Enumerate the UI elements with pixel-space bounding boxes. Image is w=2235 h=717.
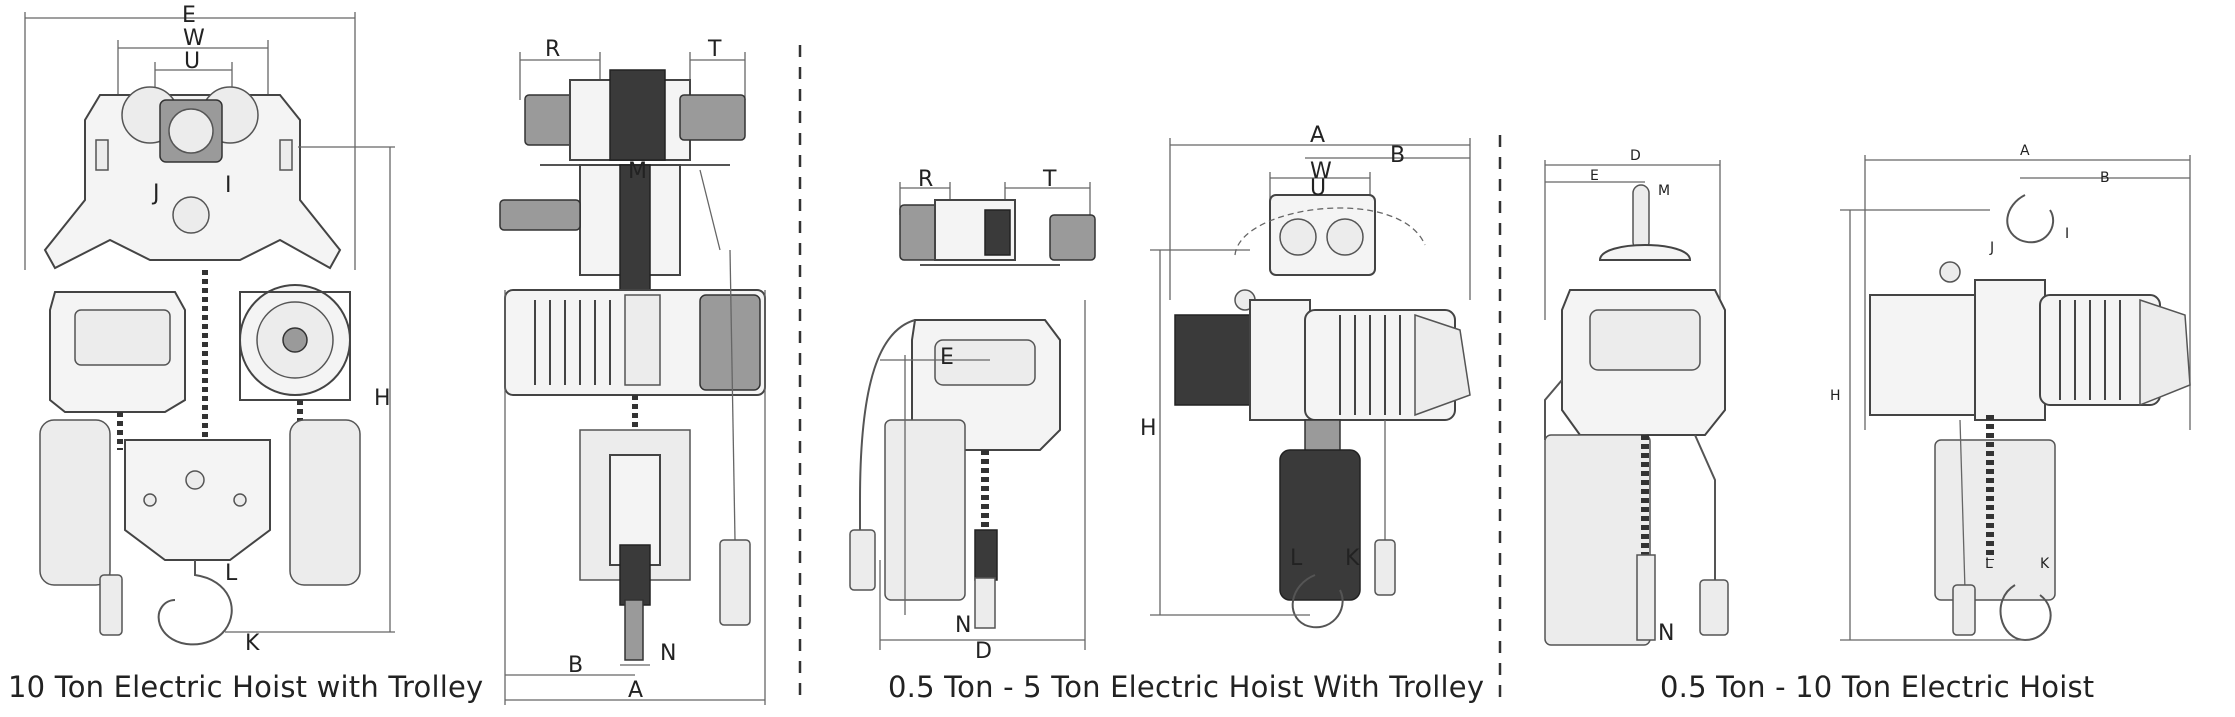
dim-label-n-5t: N (955, 613, 971, 638)
dim-label-m: M (628, 159, 647, 184)
dim-label-r-5t: R (918, 167, 933, 192)
dim-label-a-5t: A (1310, 123, 1325, 148)
dim-label-u: U (184, 49, 200, 74)
caption-10t-trolley: 10 Ton Electric Hoist with Trolley (8, 670, 484, 704)
dim-label-r: R (545, 37, 560, 62)
dim-label-h: H (374, 386, 391, 411)
dim-label-d-5t: D (975, 639, 992, 664)
dim-label-j-hoist: J (1989, 240, 1994, 256)
dim-label-t: T (707, 37, 722, 62)
drawing-hoist-side: A B J I H L K (1830, 143, 2191, 642)
dim-label-e-hoist: E (1590, 168, 1599, 184)
dim-label-h-5t: H (1140, 416, 1157, 441)
dim-label-d-hoist: D (1630, 148, 1641, 164)
dim-label-h-hoist: H (1830, 388, 1841, 404)
dim-label-e-5t: E (940, 345, 954, 370)
drawing-5t-front: R T E N D (849, 167, 1096, 664)
dim-label-k-hoist: K (2040, 556, 2050, 572)
caption-05-10t-hoist: 0.5 Ton - 10 Ton Electric Hoist (1660, 670, 2095, 704)
dim-label-u-5t: U (1310, 176, 1326, 201)
dim-label-w: W (183, 26, 205, 51)
dim-label-a: A (628, 678, 643, 703)
drawing-hoist-front: D E M N (1544, 148, 1729, 646)
dim-label-k: K (245, 631, 260, 656)
dim-label-i-hoist: I (2065, 226, 2069, 242)
dim-label-b-5t: B (1390, 143, 1405, 168)
drawing-10t-side: R T M B N A (499, 37, 766, 705)
dim-label-m-hoist: M (1658, 183, 1670, 199)
dim-label-l-hoist: L (1985, 556, 1993, 572)
dim-label-b-hoist: B (2100, 170, 2110, 186)
dim-label-b: B (568, 653, 583, 678)
dim-label-e: E (182, 3, 196, 28)
drawing-5t-side: A B W U H L K (1140, 123, 1471, 629)
dim-label-a-hoist: A (2020, 143, 2030, 159)
dim-label-l: L (225, 561, 238, 586)
dim-label-n-hoist: N (1658, 621, 1674, 646)
dim-label-n: N (660, 641, 676, 666)
dim-label-j: J (151, 181, 160, 206)
caption-05-5t-trolley: 0.5 Ton - 5 Ton Electric Hoist With Trol… (888, 670, 1485, 704)
dim-label-k-5t: K (1345, 546, 1360, 571)
dim-label-t-5t: T (1042, 167, 1057, 192)
drawing-10t-front: E W U J I H L K (24, 3, 395, 656)
dim-label-w-5t: W (1310, 159, 1332, 184)
dim-label-l-5t: L (1290, 546, 1303, 571)
dim-label-i: I (225, 173, 232, 198)
